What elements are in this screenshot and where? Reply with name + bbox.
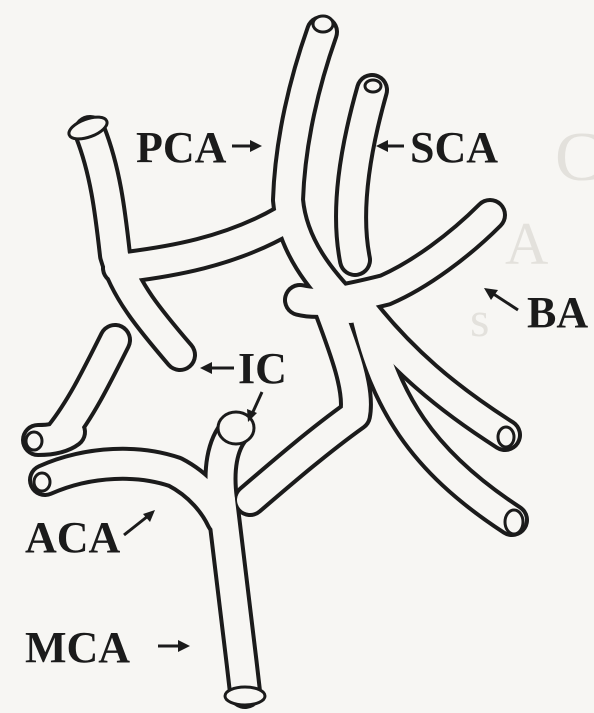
label-sca: SCA	[410, 123, 498, 172]
arrow-sca	[376, 140, 404, 152]
vessel-end-right-1	[498, 427, 514, 447]
arrow-ic-down	[247, 392, 262, 422]
vessel-end-mca	[225, 687, 265, 705]
label-ba: BA	[527, 288, 588, 337]
arrow-mca	[158, 640, 190, 652]
label-ic: IC	[238, 344, 287, 393]
arrow-aca	[124, 510, 155, 535]
vessel-end-right-pca	[313, 16, 333, 32]
label-mca: MCA	[25, 623, 130, 672]
vessel-end-sca	[365, 80, 381, 92]
arrow-ic-left	[200, 362, 234, 374]
vessel-end-aca-2	[34, 473, 50, 491]
vessel-end-right-2	[505, 510, 523, 534]
arrow-ba	[484, 288, 518, 310]
vessel-end-aca-1	[26, 432, 42, 450]
arrow-pca	[232, 140, 262, 152]
label-pca: PCA	[136, 123, 227, 172]
label-aca: ACA	[25, 513, 121, 562]
